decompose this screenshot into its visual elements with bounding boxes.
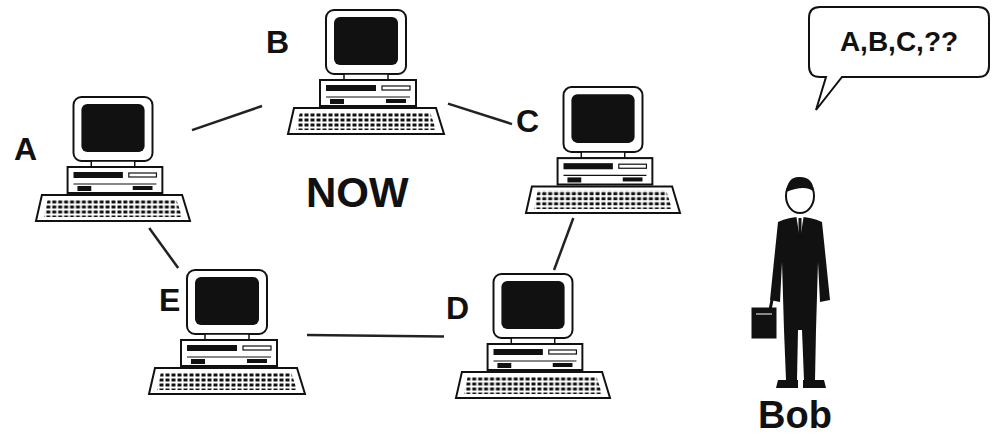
person-name: Bob: [758, 396, 832, 434]
speech-text: A,B,C,??: [840, 28, 958, 56]
network-link: [307, 335, 444, 337]
computer-node: D: [444, 270, 614, 405]
speech-bubble: A,B,C,??: [808, 6, 990, 78]
network-link: [149, 228, 178, 268]
person-figure: [735, 168, 855, 393]
computer-letter: D: [446, 292, 469, 324]
computer-node: A: [10, 95, 192, 228]
computer-letter: B: [266, 26, 289, 58]
center-label: NOW: [306, 172, 409, 214]
network-link: [554, 218, 573, 270]
network-link: [192, 106, 262, 130]
computer-icon: [34, 95, 192, 225]
computer-letter: A: [14, 133, 37, 165]
network-link: [448, 104, 512, 124]
computer-icon: [454, 272, 612, 402]
computer-letter: C: [516, 105, 539, 137]
computer-icon: [286, 8, 446, 138]
computer-icon: [524, 85, 682, 217]
computer-node: B: [262, 8, 448, 140]
computer-letter: E: [159, 284, 180, 316]
computer-node: C: [512, 85, 684, 218]
computer-node: E: [145, 268, 307, 400]
